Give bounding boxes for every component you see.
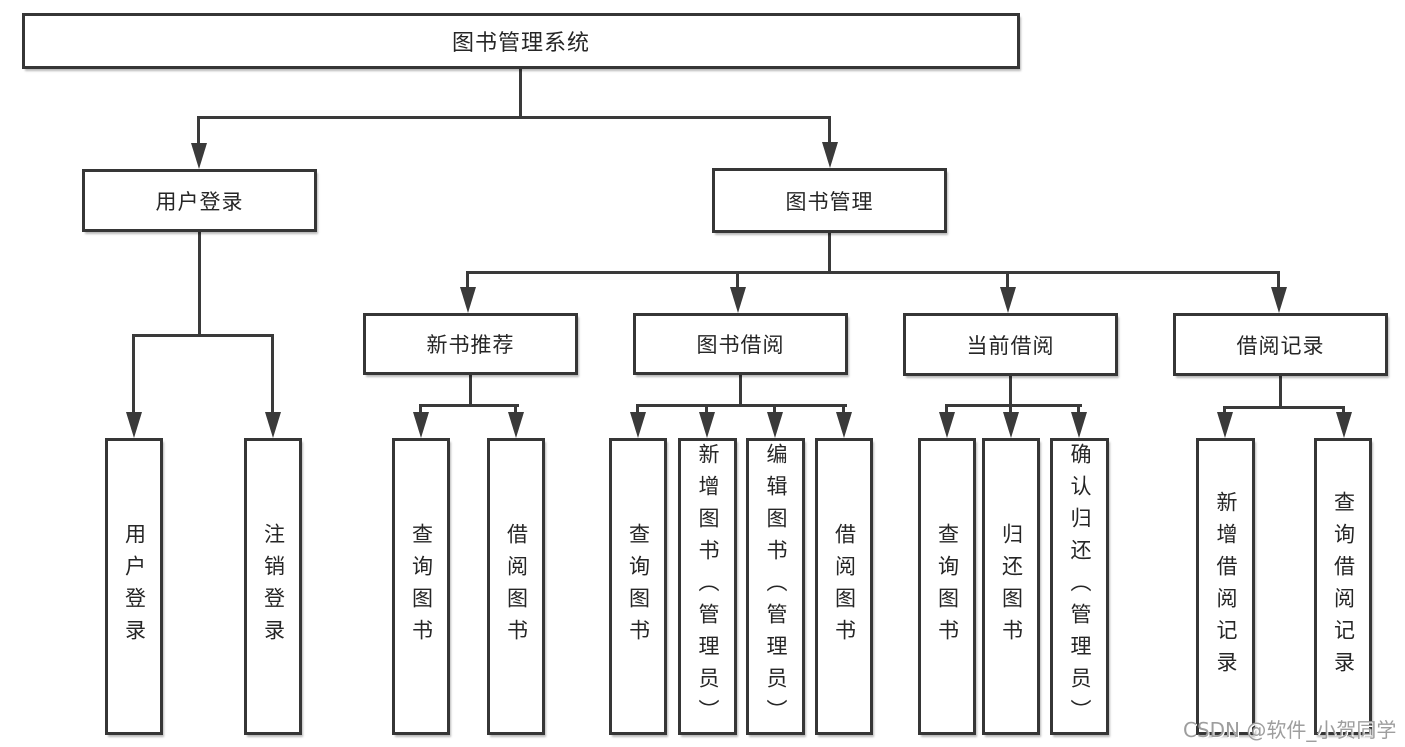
leaf-logout-label: 注销登录 <box>261 522 286 651</box>
leaf-add-borrow-record: 新增借阅记录 <box>1196 438 1255 735</box>
arrow-down-icon <box>413 412 429 438</box>
arrow-down-icon <box>1217 412 1233 438</box>
leaf-borrow-books-recommend: 借阅图书 <box>487 438 545 735</box>
leaf-query-books-current: 查询图书 <box>918 438 976 735</box>
connector-line <box>1009 376 1012 407</box>
watermark-text: CSDN @软件_小贺同学 <box>1183 718 1397 742</box>
leaf-query-books-recommend-label: 查询图书 <box>409 522 434 651</box>
leaf-return-books-label: 归还图书 <box>999 522 1024 651</box>
leaf-confirm-return-admin-label: 确认归还（管理员） <box>1068 442 1092 731</box>
leaf-return-books: 归还图书 <box>982 438 1040 735</box>
node-current-borrow: 当前借阅 <box>903 313 1118 376</box>
connector-line <box>1009 404 1012 414</box>
leaf-add-books-admin: 新增图书（管理员） <box>678 438 737 735</box>
connector-line <box>469 375 472 407</box>
leaf-logout: 注销登录 <box>244 438 302 735</box>
connector-line <box>197 116 200 145</box>
connector-line <box>419 404 422 414</box>
node-book-management-label: 图书管理 <box>785 189 874 214</box>
leaf-borrow-books-recommend-label: 借阅图书 <box>504 522 529 651</box>
arrow-down-icon <box>836 412 852 438</box>
connector-line <box>132 334 135 414</box>
connector-line <box>828 116 831 144</box>
leaf-add-books-admin-label: 新增图书（管理员） <box>696 442 720 731</box>
node-root: 图书管理系统 <box>22 13 1020 69</box>
leaf-query-borrow-record: 查询借阅记录 <box>1314 438 1372 735</box>
connector-line <box>1223 406 1226 414</box>
connector-line <box>636 404 847 407</box>
node-book-borrow-label: 图书借阅 <box>696 333 785 357</box>
leaf-confirm-return-admin: 确认归还（管理员） <box>1050 438 1109 735</box>
connector-line <box>514 404 517 414</box>
connector-line <box>945 404 948 414</box>
connector-line <box>197 116 831 119</box>
connector-line <box>1223 406 1345 409</box>
leaf-user-login-label: 用户登录 <box>122 522 147 651</box>
arrow-down-icon <box>508 412 524 438</box>
connector-line <box>271 334 274 414</box>
node-borrow-records: 借阅记录 <box>1173 313 1388 376</box>
connector-line <box>739 375 742 407</box>
connector-line <box>1077 404 1080 414</box>
connector-line <box>466 271 469 289</box>
connector-line <box>419 404 519 407</box>
connector-line <box>1279 376 1282 409</box>
arrow-down-icon <box>630 412 646 438</box>
leaf-query-books-current-label: 查询图书 <box>935 522 960 651</box>
arrow-down-icon <box>730 287 746 313</box>
connector-line <box>1277 271 1280 289</box>
arrow-down-icon <box>1003 412 1019 438</box>
leaf-user-login: 用户登录 <box>105 438 163 735</box>
connector-line <box>636 404 639 414</box>
arrow-down-icon <box>1000 287 1016 313</box>
arrow-down-icon <box>1336 412 1352 438</box>
leaf-borrow-books-label: 借阅图书 <box>832 522 857 651</box>
connector-line <box>736 271 739 289</box>
arrow-down-icon <box>1071 412 1087 438</box>
leaf-query-books-recommend: 查询图书 <box>392 438 450 735</box>
connector-line <box>828 233 831 274</box>
node-new-book-recommend: 新书推荐 <box>363 313 578 375</box>
node-book-borrow: 图书借阅 <box>633 313 848 375</box>
connector-line <box>1342 406 1345 414</box>
node-user-login: 用户登录 <box>82 169 317 232</box>
leaf-query-books-borrow: 查询图书 <box>609 438 667 735</box>
leaf-query-borrow-record-label: 查询借阅记录 <box>1331 490 1356 683</box>
node-current-borrow-label: 当前借阅 <box>966 333 1055 358</box>
arrow-down-icon <box>822 142 838 168</box>
node-user-login-label: 用户登录 <box>155 189 244 214</box>
connector-line <box>773 404 776 414</box>
arrow-down-icon <box>126 412 142 438</box>
connector-line <box>705 404 708 414</box>
arrow-down-icon <box>460 287 476 313</box>
connector-line <box>519 69 522 118</box>
node-borrow-records-label: 借阅记录 <box>1236 333 1325 358</box>
connector-line <box>466 271 1280 274</box>
node-book-management: 图书管理 <box>712 168 947 233</box>
node-new-book-recommend-label: 新书推荐 <box>426 333 515 357</box>
leaf-edit-books-admin: 编辑图书（管理员） <box>746 438 805 735</box>
arrow-down-icon <box>1271 287 1287 313</box>
leaf-add-borrow-record-label: 新增借阅记录 <box>1214 490 1238 683</box>
leaf-edit-books-admin-label: 编辑图书（管理员） <box>764 442 788 731</box>
arrow-down-icon <box>265 412 281 438</box>
arrow-down-icon <box>191 143 207 169</box>
connector-line <box>945 404 1082 407</box>
connector-line <box>1006 271 1009 289</box>
arrow-down-icon <box>939 412 955 438</box>
arrow-down-icon <box>699 412 715 438</box>
connector-line <box>132 334 274 337</box>
connector-line <box>842 404 845 414</box>
node-root-label: 图书管理系统 <box>451 31 590 56</box>
leaf-borrow-books: 借阅图书 <box>815 438 873 735</box>
arrow-down-icon <box>767 412 783 438</box>
leaf-query-books-borrow-label: 查询图书 <box>626 522 651 651</box>
connector-line <box>198 232 201 337</box>
